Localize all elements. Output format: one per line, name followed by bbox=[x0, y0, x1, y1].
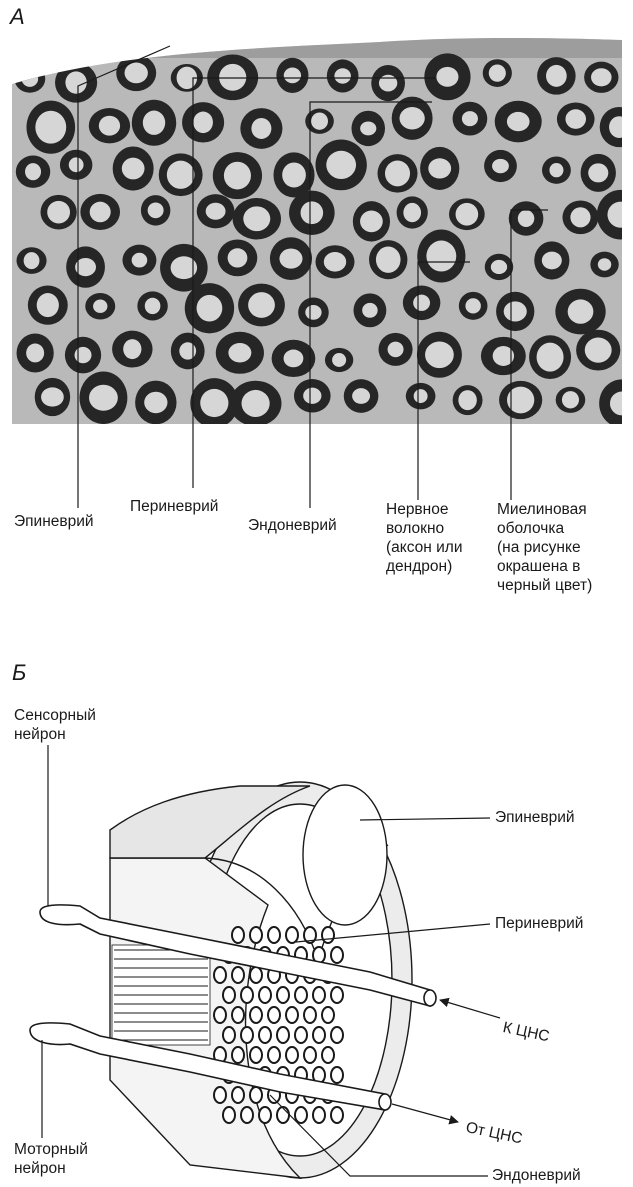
nerve-fiber-ring bbox=[322, 1047, 334, 1063]
nerve-fiber-ring bbox=[232, 1007, 244, 1023]
nerve-fiber-ring bbox=[295, 1107, 307, 1123]
nerve-fiber-ring bbox=[313, 987, 325, 1003]
nerve-fiber-ring bbox=[232, 1047, 244, 1063]
label-b-sensory-neuron: Сенсорный нейрон bbox=[14, 706, 96, 744]
nerve-fiber-ring bbox=[214, 1087, 226, 1103]
label-b-epineurium: Эпиневрий bbox=[495, 808, 575, 827]
nerve-fiber-ring bbox=[295, 1027, 307, 1043]
nerve-fiber-ring bbox=[250, 1087, 262, 1103]
nerve-fiber-ring bbox=[232, 967, 244, 983]
nerve-fiber-ring bbox=[268, 927, 280, 943]
nerve-fiber-ring bbox=[259, 987, 271, 1003]
nerve-fiber-ring bbox=[232, 927, 244, 943]
nerve-fiber-ring bbox=[268, 1007, 280, 1023]
nerve-fiber-ring bbox=[331, 1107, 343, 1123]
nerve-fiber-ring bbox=[214, 1007, 226, 1023]
nerve-fiber-ring bbox=[322, 927, 334, 943]
nerve-fiber-ring bbox=[259, 1027, 271, 1043]
sensory-fiber-end bbox=[424, 990, 436, 1006]
nerve-fiber-ring bbox=[295, 987, 307, 1003]
nerve-fiber-ring bbox=[286, 927, 298, 943]
nerve-fiber-ring bbox=[277, 987, 289, 1003]
nerve-fiber-ring bbox=[223, 987, 235, 1003]
nerve-fiber-ring bbox=[304, 1047, 316, 1063]
nerve-fiber-ring bbox=[331, 947, 343, 963]
nerve-fiber-ring bbox=[223, 1027, 235, 1043]
motor-fiber-end bbox=[379, 1094, 391, 1110]
nerve-fiber-ring bbox=[277, 1027, 289, 1043]
nerve-fiber-ring bbox=[286, 1007, 298, 1023]
nerve-fiber-ring bbox=[331, 1027, 343, 1043]
nerve-fiber-ring bbox=[259, 1107, 271, 1123]
nerve-fiber-ring bbox=[313, 1027, 325, 1043]
label-b-motor-neuron: Моторный нейрон bbox=[14, 1140, 88, 1178]
arrow-from-cns bbox=[392, 1104, 458, 1122]
nerve-fiber-ring bbox=[241, 1027, 253, 1043]
label-b-endoneurium: Эндоневрий bbox=[492, 1166, 581, 1185]
nerve-fiber-ring bbox=[250, 1047, 262, 1063]
label-b-perineurium: Периневрий bbox=[495, 914, 583, 933]
nerve-fiber-ring bbox=[250, 967, 262, 983]
nerve-fiber-ring bbox=[232, 1087, 244, 1103]
nerve-fiber-ring bbox=[304, 1007, 316, 1023]
nerve-fiber-ring bbox=[250, 927, 262, 943]
nerve-fiber-ring bbox=[250, 1007, 262, 1023]
nerve-fiber-ring bbox=[241, 987, 253, 1003]
nerve-fiber-ring bbox=[241, 1107, 253, 1123]
nerve-fiber-ring bbox=[277, 1107, 289, 1123]
nerve-fiber-ring bbox=[331, 1067, 343, 1083]
nerve-fiber-ring bbox=[214, 967, 226, 983]
nerve-fiber-ring bbox=[331, 987, 343, 1003]
nerve-fiber-ring bbox=[268, 1047, 280, 1063]
arrow-to-cns bbox=[440, 1000, 500, 1018]
nerve-fiber-ring bbox=[286, 1047, 298, 1063]
fascicle-upper-right bbox=[303, 785, 387, 925]
nerve-fiber-ring bbox=[223, 1107, 235, 1123]
nerve-fiber-ring bbox=[322, 1007, 334, 1023]
nerve-fiber-ring bbox=[313, 1107, 325, 1123]
